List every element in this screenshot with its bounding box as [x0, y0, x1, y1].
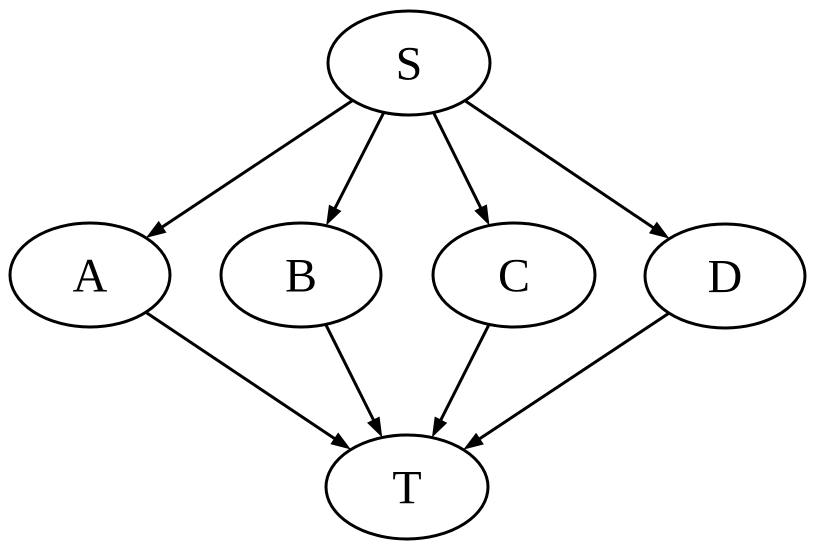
node-S: S	[326, 9, 492, 117]
edge-B-T	[324, 323, 383, 438]
nodes-layer: S A B C D T	[8, 9, 807, 541]
node-label: D	[708, 251, 743, 304]
arrowhead-icon	[463, 432, 484, 450]
arrowhead-icon	[326, 204, 342, 226]
node-label: A	[73, 250, 108, 303]
arrowhead-icon	[474, 204, 490, 226]
edge-line	[160, 99, 354, 230]
node-B: B	[219, 221, 383, 329]
edge-line	[332, 111, 386, 211]
edge-line	[464, 99, 656, 230]
node-ellipse	[324, 433, 490, 541]
arrowhead-icon	[367, 416, 383, 438]
arrowhead-icon	[431, 416, 448, 438]
node-T: T	[324, 433, 490, 541]
edge-A-T	[144, 311, 351, 450]
edge-line	[144, 311, 337, 441]
edge-S-C	[432, 111, 490, 226]
node-label: C	[498, 250, 530, 303]
node-label: B	[285, 250, 317, 303]
edge-line	[432, 111, 483, 210]
node-A: A	[8, 221, 172, 329]
node-label: T	[392, 462, 421, 515]
edge-S-B	[326, 111, 386, 226]
edge-line	[477, 311, 670, 441]
edge-line	[324, 323, 376, 423]
node-ellipse	[219, 221, 383, 329]
edge-line	[438, 323, 491, 423]
arrowhead-icon	[648, 221, 670, 239]
edges-layer	[144, 99, 670, 450]
edge-D-T	[463, 311, 670, 450]
node-D: D	[643, 222, 807, 330]
node-ellipse	[431, 221, 597, 329]
arrowhead-icon	[145, 220, 167, 238]
node-ellipse	[643, 222, 807, 330]
arrowhead-icon	[330, 432, 351, 450]
edge-S-A	[145, 99, 354, 238]
node-C: C	[431, 221, 597, 329]
node-label: S	[396, 38, 423, 91]
edge-C-T	[431, 323, 491, 438]
node-ellipse	[8, 221, 172, 329]
node-ellipse	[326, 9, 492, 117]
edge-S-D	[464, 99, 670, 239]
